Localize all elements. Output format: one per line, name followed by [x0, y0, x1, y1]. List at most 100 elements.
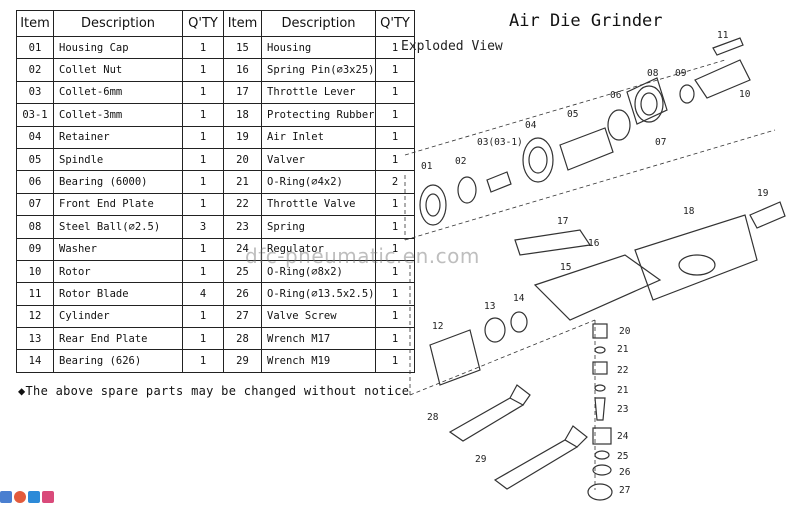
- cell-qty2: 1: [375, 237, 415, 261]
- diagram-subtitle: Exploded View: [401, 39, 503, 54]
- valve-assembly-drawing: [587, 323, 613, 501]
- part-label-23: 23: [617, 404, 628, 415]
- part-label-25: 25: [617, 451, 628, 462]
- cell-desc: Front End Plate: [53, 192, 183, 217]
- cell-qty: 1: [182, 349, 224, 373]
- part-label-16: 16: [588, 238, 600, 249]
- housing-assembly-drawing: [429, 201, 786, 386]
- cell-desc: Bearing (6000): [53, 170, 183, 194]
- cell-desc2: Spring: [261, 215, 376, 239]
- part-labels: 01 02 03(03-1) 04 05 06 07 08 09 10 11 1…: [421, 30, 769, 496]
- exploded-view-diagram: Air Die Grinder Exploded View: [401, 11, 786, 501]
- parts-table-header: Item Description Q'TY Item Description Q…: [16, 10, 415, 37]
- part-label-21b: 21: [617, 385, 629, 396]
- cell-item2: 17: [223, 80, 262, 105]
- part-label-29: 29: [475, 454, 487, 465]
- cell-desc: Retainer: [53, 125, 183, 149]
- cell-qty: 4: [182, 282, 224, 306]
- watermark: dfc-pneumatic.en.com: [245, 244, 480, 268]
- cell-item2: 22: [223, 192, 262, 217]
- cell-item: 10: [16, 259, 54, 284]
- cell-item2: 20: [223, 147, 262, 172]
- cell-desc: Collet-3mm: [53, 103, 183, 127]
- cell-qty: 1: [182, 327, 224, 351]
- cell-desc2: O-Ring(⌀13.5x2.5): [261, 282, 376, 306]
- cell-desc: Bearing (626): [53, 349, 183, 373]
- cell-item: 01: [16, 35, 54, 60]
- header-description-2: Description: [261, 10, 376, 37]
- cell-item2: 23: [223, 215, 262, 239]
- cell-desc: Cylinder: [53, 304, 183, 329]
- wrench-drawings: [448, 384, 588, 490]
- part-label-07: 07: [655, 137, 666, 148]
- spare-parts-notice: ◆The above spare parts may be changed wi…: [18, 384, 410, 398]
- cell-qty: 1: [182, 35, 224, 60]
- part-label-01: 01: [421, 161, 433, 172]
- cell-desc: Washer: [53, 237, 183, 261]
- cell-qty: 1: [182, 237, 224, 261]
- shirt-icon[interactable]: [28, 491, 40, 503]
- part-label-06: 06: [610, 90, 622, 101]
- corner-icon-bar: [0, 488, 60, 506]
- cell-desc2: O-Ring(⌀8x2): [261, 259, 376, 284]
- cell-item: 13: [16, 327, 54, 351]
- cell-qty2: 1: [375, 259, 415, 284]
- cell-qty2: 1: [375, 327, 415, 351]
- cell-qty: 1: [182, 80, 224, 105]
- cell-desc2: Wrench M17: [261, 327, 376, 351]
- cell-item: 03: [16, 80, 54, 105]
- cell-desc2: Throttle Lever: [261, 80, 376, 105]
- cell-qty: 1: [182, 125, 224, 149]
- tool-icon[interactable]: [42, 491, 54, 503]
- cell-desc2: Wrench M19: [261, 349, 376, 373]
- cell-item: 09: [16, 237, 54, 261]
- cell-desc: Spindle: [53, 147, 183, 172]
- part-label-15: 15: [560, 262, 571, 273]
- cell-item: 07: [16, 192, 54, 217]
- cell-item2: 29: [223, 349, 262, 373]
- cell-desc: Collet Nut: [53, 58, 183, 82]
- cell-desc: Collet-6mm: [53, 80, 183, 105]
- cell-desc: Rear End Plate: [53, 327, 183, 351]
- part-label-14: 14: [513, 293, 525, 304]
- cell-item2: 19: [223, 125, 262, 149]
- rotor-assembly-drawing: [607, 37, 751, 141]
- cell-qty: 1: [182, 103, 224, 127]
- part-label-04: 04: [525, 120, 537, 131]
- part-label-12: 12: [432, 321, 443, 332]
- cell-item: 12: [16, 304, 54, 329]
- cell-item2: 26: [223, 282, 262, 306]
- cell-desc: Rotor Blade: [53, 282, 183, 306]
- part-label-05: 05: [567, 109, 578, 120]
- cell-item: 08: [16, 215, 54, 239]
- header-description: Description: [53, 10, 183, 37]
- part-label-21a: 21: [617, 344, 629, 355]
- part-label-19: 19: [757, 188, 769, 199]
- person-icon[interactable]: [14, 491, 26, 503]
- cell-desc2: Housing: [261, 35, 376, 60]
- cell-item: 05: [16, 147, 54, 172]
- header-qty: Q'TY: [182, 10, 224, 37]
- cell-item2: 15: [223, 35, 262, 60]
- part-label-24: 24: [617, 431, 629, 442]
- share-icon[interactable]: [0, 491, 12, 503]
- part-label-08: 08: [647, 68, 659, 79]
- cell-desc2: Valver: [261, 147, 376, 172]
- cell-item2: 27: [223, 304, 262, 329]
- cell-item: 14: [16, 349, 54, 373]
- cell-desc2: O-Ring(⌀4x2): [261, 170, 376, 194]
- cell-desc2: Regulator: [261, 237, 376, 261]
- header-item: Item: [16, 10, 54, 37]
- cell-qty: 1: [182, 147, 224, 172]
